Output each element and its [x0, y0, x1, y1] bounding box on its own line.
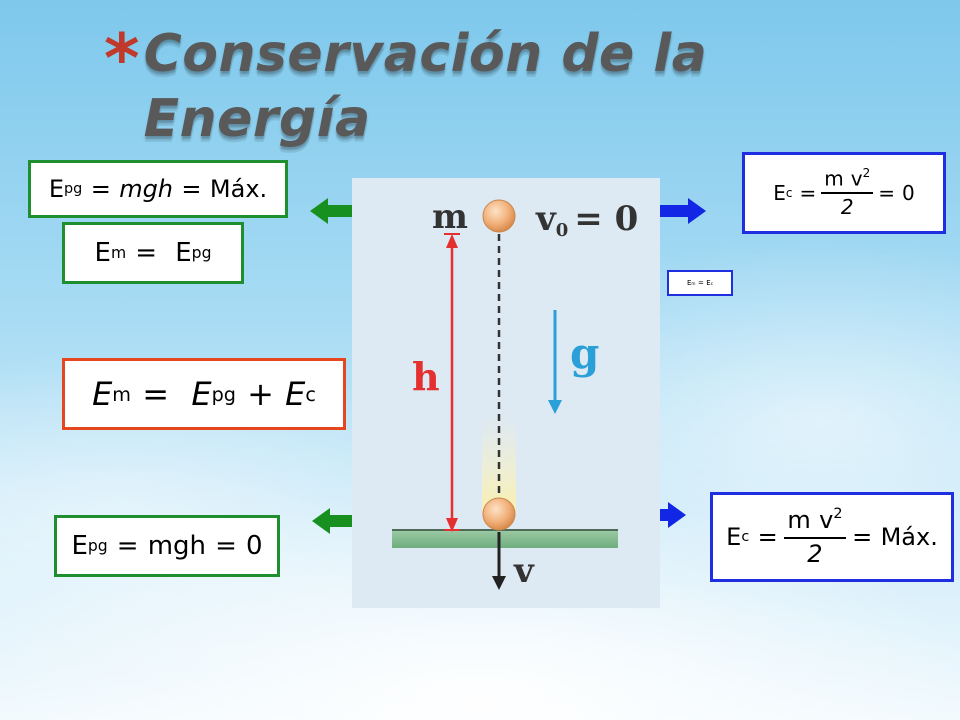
formula-lhs: E [48, 175, 65, 203]
formula-term2: E [285, 375, 306, 413]
formula-rhs: mgh [119, 175, 174, 203]
formula-lhs-sub: m [110, 244, 127, 262]
blue-arrow-right-top [656, 198, 706, 224]
height-label: h [412, 354, 440, 399]
height-arrow-head-bottom [446, 518, 458, 532]
formula-end: Máx. [880, 523, 938, 551]
formula-lhs-sub: m [691, 280, 696, 286]
fraction-velocity: v [850, 166, 863, 191]
gravity-arrow-head [548, 400, 562, 414]
velocity-arrow-head [492, 576, 506, 590]
fraction-denominator: 2 [807, 539, 823, 568]
formula-term1: E [191, 375, 212, 413]
formula-lhs-sub: m [112, 382, 131, 406]
gravity-label: g [570, 329, 599, 378]
blue-arrow-right-bottom [636, 502, 686, 528]
formula-term2-sub: c [305, 382, 316, 406]
green-arrow-left-bottom [312, 508, 362, 534]
free-fall-diagram-svg: m v0= 0 h g v [392, 197, 638, 591]
formula-end: Máx. [209, 175, 268, 203]
formula-lhs: E [92, 375, 113, 413]
title-bullet-star: * [104, 20, 140, 99]
initial-velocity-label: v0= 0 [535, 199, 638, 241]
fraction-mass: m [787, 505, 811, 534]
formula-lhs: E [773, 181, 786, 205]
formula-rhs: E [175, 238, 192, 268]
formula-lhs-sub: c [741, 529, 750, 545]
height-arrow-head-top [446, 234, 458, 248]
formula-rhs-sub: pg [191, 244, 212, 262]
ball-top [482, 199, 516, 233]
fraction-mass: m [824, 166, 844, 191]
fraction-velocity: v [819, 505, 834, 534]
formula-rhs: mgh [147, 531, 206, 561]
ground [392, 530, 618, 548]
formula-end: 0 [245, 531, 263, 561]
formula-lhs-sub: c [785, 186, 793, 200]
formula-term1-sub: pg [211, 382, 236, 406]
formula-lhs: E [686, 279, 692, 287]
free-fall-diagram: m v0= 0 h g v [352, 178, 660, 608]
mass-label: m [432, 197, 468, 237]
formula-lhs: E [726, 523, 742, 551]
formula-lhs-sub: pg [87, 537, 108, 555]
formula-rhs: E [706, 279, 711, 287]
formula-lhs-sub: pg [64, 181, 83, 197]
ball-bottom [482, 497, 516, 531]
fraction-exponent: 2 [862, 165, 871, 180]
final-velocity-label: v [513, 551, 535, 591]
slide-title: * Conservación de la Energía [104, 20, 944, 149]
fraction-denominator: 2 [840, 195, 854, 220]
formula-lhs: E [94, 238, 111, 268]
title-text: Conservación de la Energía [143, 24, 708, 149]
formula-lhs: E [71, 531, 88, 561]
green-arrow-left-top [310, 198, 360, 224]
fraction-exponent: 2 [833, 505, 843, 522]
formula-rhs-sub: c [710, 280, 714, 286]
formula-end: 0 [902, 181, 915, 205]
